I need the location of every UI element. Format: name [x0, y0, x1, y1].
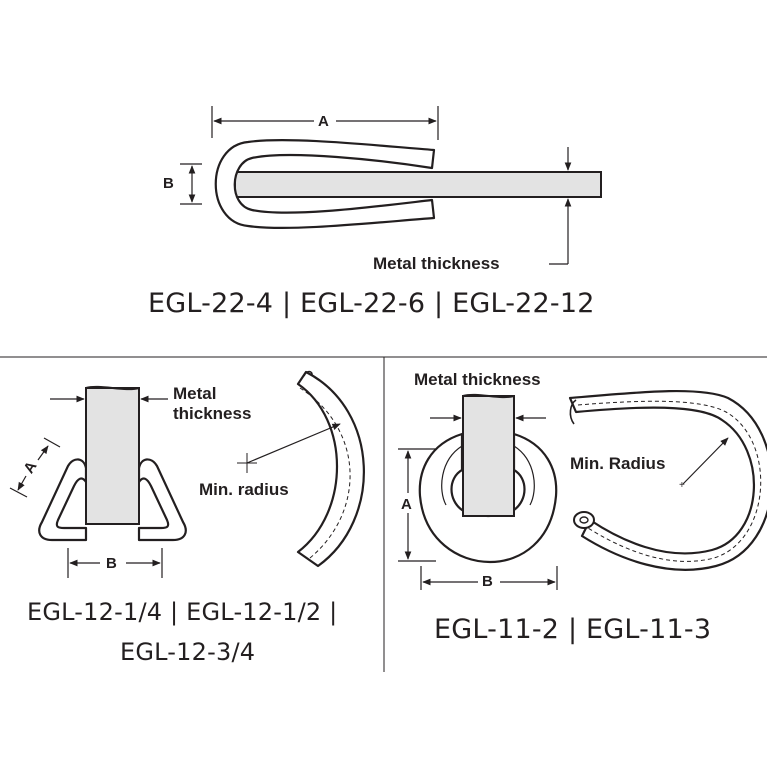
right-min-radius-label: Min. Radius [570, 454, 666, 473]
left-edge-grip [38, 458, 88, 542]
top-caption: EGL-22-4 | EGL-22-6 | EGL-22-12 [148, 288, 595, 319]
left-diagram [9, 370, 365, 578]
right-dim-a-label: A [401, 496, 412, 513]
top-metal-thickness-label: Metal thickness [373, 254, 500, 273]
top-dim-a-label: A [318, 113, 329, 130]
left-caption-line1: EGL-12-1/4 | EGL-12-1/2 | [27, 598, 338, 626]
left-metal-thickness-label-line1: Metal [173, 384, 217, 403]
right-hook-bead [568, 390, 767, 571]
right-radius-line [682, 437, 729, 485]
left-min-radius-label: Min. radius [199, 480, 289, 499]
right-metal-strip [462, 395, 515, 517]
right-caption: EGL-11-2 | EGL-11-3 [434, 614, 712, 645]
top-metal-strip [234, 171, 602, 198]
left-curved-bead [296, 370, 365, 568]
right-dim-b-label: B [482, 573, 493, 590]
top-edge-grip [214, 139, 436, 229]
top-diagram [180, 106, 602, 265]
right-diagram: + [398, 390, 767, 590]
left-radius-line [246, 423, 341, 464]
left-dim-a-line [37, 445, 49, 461]
right-metal-thickness-label: Metal thickness [414, 370, 541, 389]
top-dim-b-label: B [163, 175, 174, 192]
left-metal-strip [85, 387, 140, 525]
left-metal-thickness-label-line2: thickness [173, 404, 252, 423]
left-caption-line2: EGL-12-3/4 [120, 638, 256, 666]
left-dim-b-label: B [106, 555, 117, 572]
svg-text:+: + [679, 480, 685, 491]
